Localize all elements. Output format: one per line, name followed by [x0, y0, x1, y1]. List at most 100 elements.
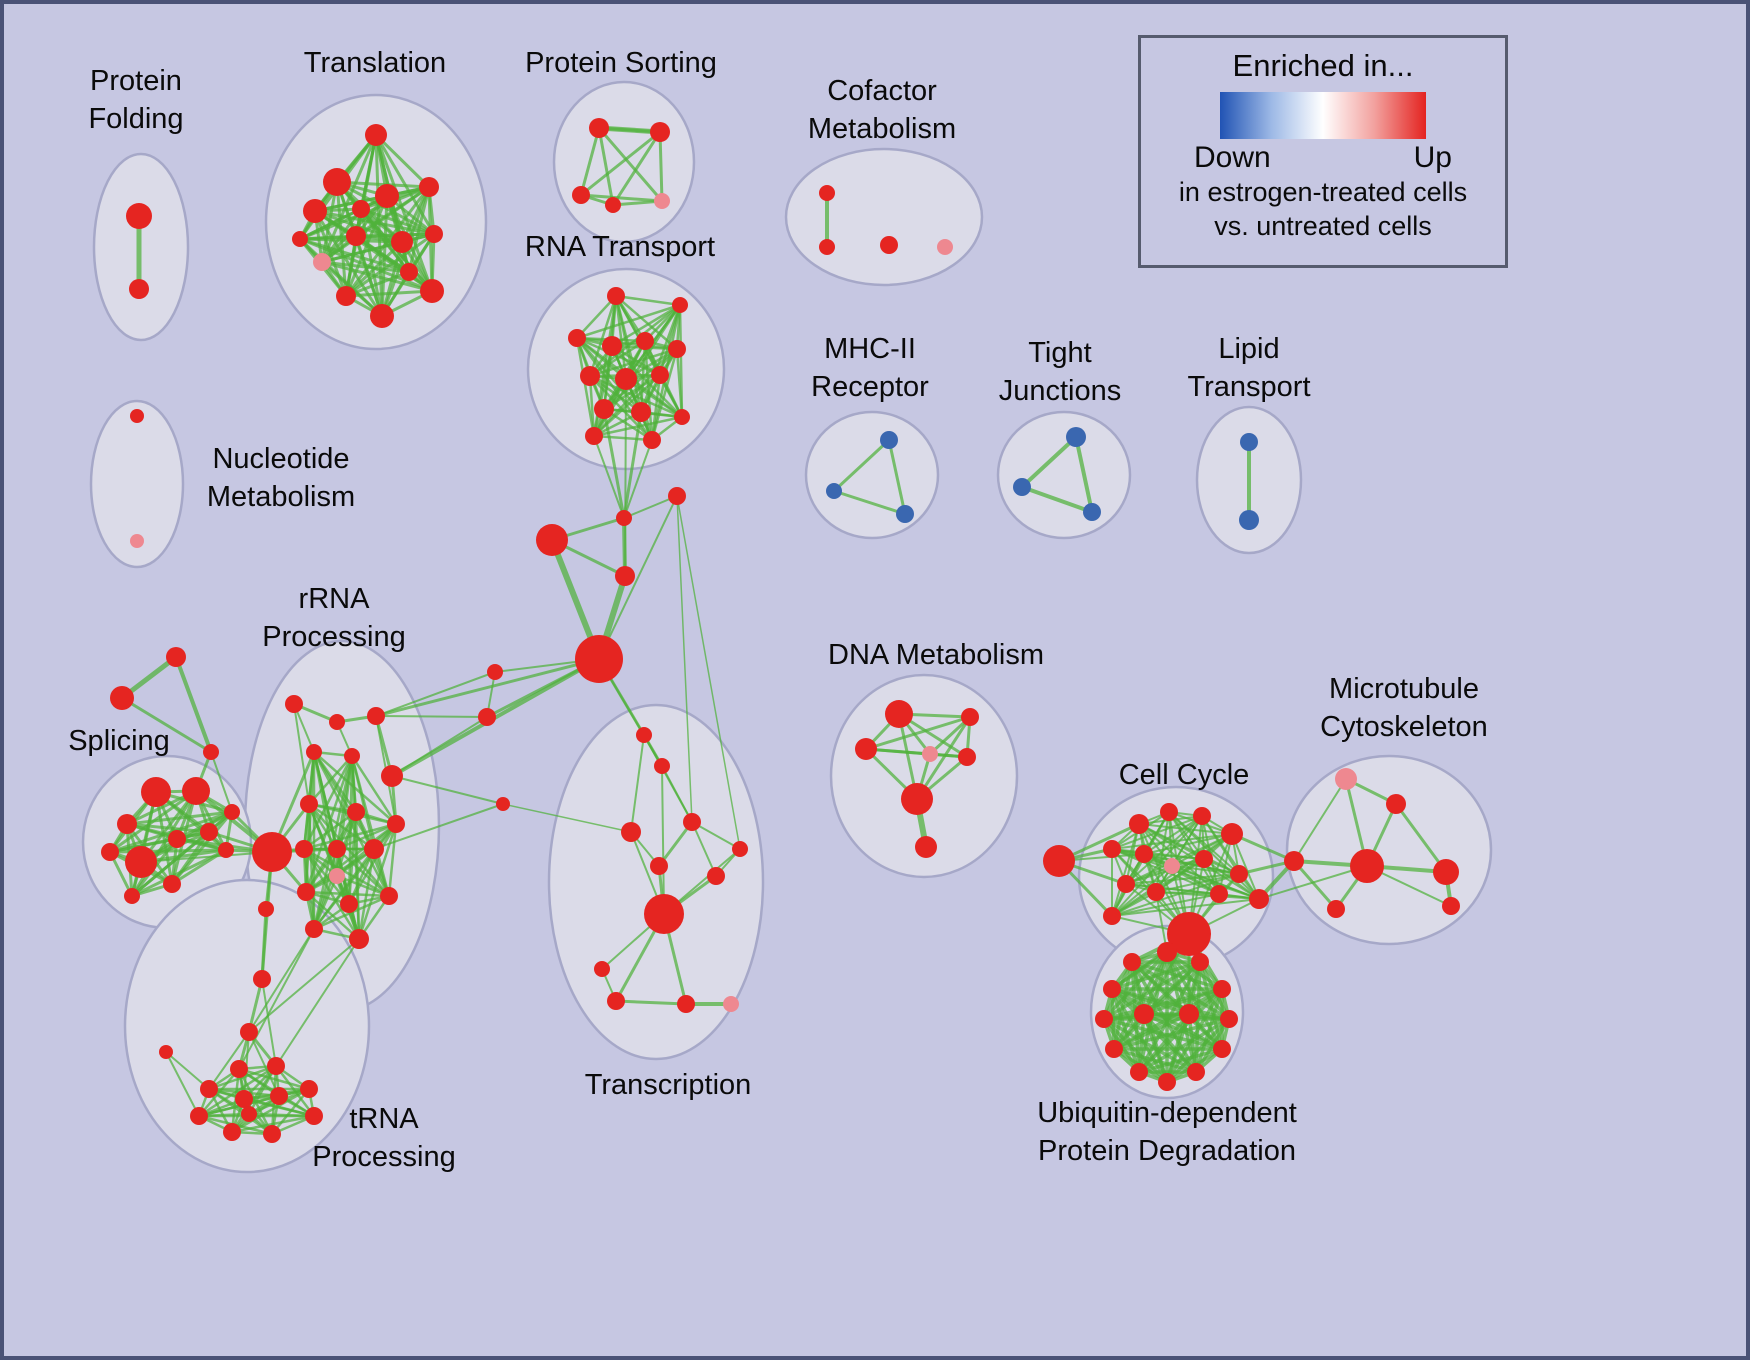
network-edge	[261, 978, 277, 1067]
network-edge	[120, 696, 213, 754]
network-node	[616, 510, 632, 526]
network-node	[668, 340, 686, 358]
network-node	[336, 286, 356, 306]
network-edge	[302, 810, 358, 851]
network-edge	[579, 130, 662, 197]
network-node	[580, 366, 600, 386]
network-node	[589, 118, 609, 138]
cluster-label-mhc-ii-receptor: MHC-II Receptor	[811, 330, 929, 406]
network-edge	[1293, 778, 1347, 862]
network-node	[1043, 845, 1075, 877]
network-node	[1103, 980, 1121, 998]
network-edge	[1111, 823, 1140, 917]
label-line: Tight	[1028, 337, 1092, 369]
network-edge	[630, 734, 645, 833]
network-node	[572, 186, 590, 204]
network-edge	[623, 439, 653, 519]
network-node	[1239, 510, 1259, 530]
network-edge	[1074, 435, 1094, 514]
label-line: Translation	[303, 47, 447, 79]
network-node	[328, 840, 346, 858]
legend: Enriched in... Down Up in estrogen-treat…	[1138, 35, 1508, 268]
network-edge	[230, 1114, 316, 1134]
network-edge	[650, 347, 679, 442]
network-node	[252, 832, 292, 872]
network-node	[536, 524, 568, 556]
network-node	[344, 748, 360, 764]
cluster-label-cell-cycle: Cell Cycle	[1119, 756, 1250, 794]
network-edge	[887, 438, 907, 516]
label-line: Junctions	[998, 375, 1122, 407]
network-edge	[1143, 815, 1203, 855]
network-edge	[658, 130, 664, 203]
network-node	[958, 748, 976, 766]
network-edge	[293, 703, 310, 805]
network-node	[313, 253, 331, 271]
network-edge	[597, 126, 664, 203]
network-node	[650, 122, 670, 142]
network-edge	[344, 289, 434, 298]
network-edge	[1230, 832, 1296, 863]
network-edge	[247, 1112, 316, 1118]
network-edge	[1102, 1017, 1198, 1074]
network-edge	[588, 339, 647, 378]
network-node	[267, 1057, 285, 1075]
network-node	[130, 534, 144, 548]
network-node	[1103, 840, 1121, 858]
network-node	[1284, 851, 1304, 871]
network-node	[631, 402, 651, 422]
network-node	[487, 664, 503, 680]
network-edge	[592, 373, 662, 438]
network-node	[643, 431, 661, 449]
network-node	[575, 635, 623, 683]
network-edge	[611, 130, 662, 207]
cluster-label-cofactor-metabolism: Cofactor Metabolism	[808, 72, 956, 148]
network-node	[218, 842, 234, 858]
network-node	[478, 708, 496, 726]
network-edge	[1171, 865, 1220, 895]
network-node	[300, 795, 318, 813]
label-line: Cell Cycle	[1118, 759, 1250, 791]
network-node	[419, 177, 439, 197]
network-node	[1249, 889, 1269, 909]
network-node	[305, 1107, 323, 1125]
label-line: Processing	[262, 621, 406, 653]
network-edge	[588, 347, 679, 378]
network-edge	[588, 374, 596, 438]
cluster-label-tight-junctions: Tight Junctions	[999, 334, 1122, 410]
network-node	[323, 168, 351, 196]
network-node	[1350, 849, 1384, 883]
network-edge	[1137, 1047, 1224, 1074]
network-node	[346, 226, 366, 246]
network-edge	[1292, 859, 1338, 911]
label-line: Cytoskeleton	[1320, 711, 1488, 743]
network-node	[285, 695, 303, 713]
network-node	[1157, 942, 1177, 962]
network-edge	[304, 890, 391, 898]
legend-caption-line2: vs. untreated cells	[1214, 211, 1432, 241]
network-node	[644, 894, 684, 934]
network-edge	[391, 716, 488, 777]
network-node	[292, 231, 308, 247]
network-edge	[1201, 815, 1260, 900]
network-edge	[661, 765, 665, 915]
network-edge	[344, 232, 436, 298]
network-edge	[260, 907, 268, 981]
label-line: Receptor	[811, 371, 929, 403]
network-node	[168, 830, 186, 848]
network-node	[1105, 1040, 1123, 1058]
network-edge	[1111, 873, 1240, 917]
network-edge	[1137, 1012, 1191, 1074]
network-edge	[575, 336, 654, 442]
network-node	[347, 803, 365, 821]
network-edge	[130, 848, 228, 898]
cluster-label-transcription: Transcription	[585, 1066, 752, 1104]
network-edge	[174, 655, 213, 754]
network-edge	[247, 977, 264, 1034]
network-node	[1066, 427, 1086, 447]
network-edge	[374, 133, 384, 318]
network-edge	[335, 180, 431, 189]
cluster-label-trna-processing: tRNA Processing	[312, 1100, 455, 1176]
network-node	[621, 822, 641, 842]
